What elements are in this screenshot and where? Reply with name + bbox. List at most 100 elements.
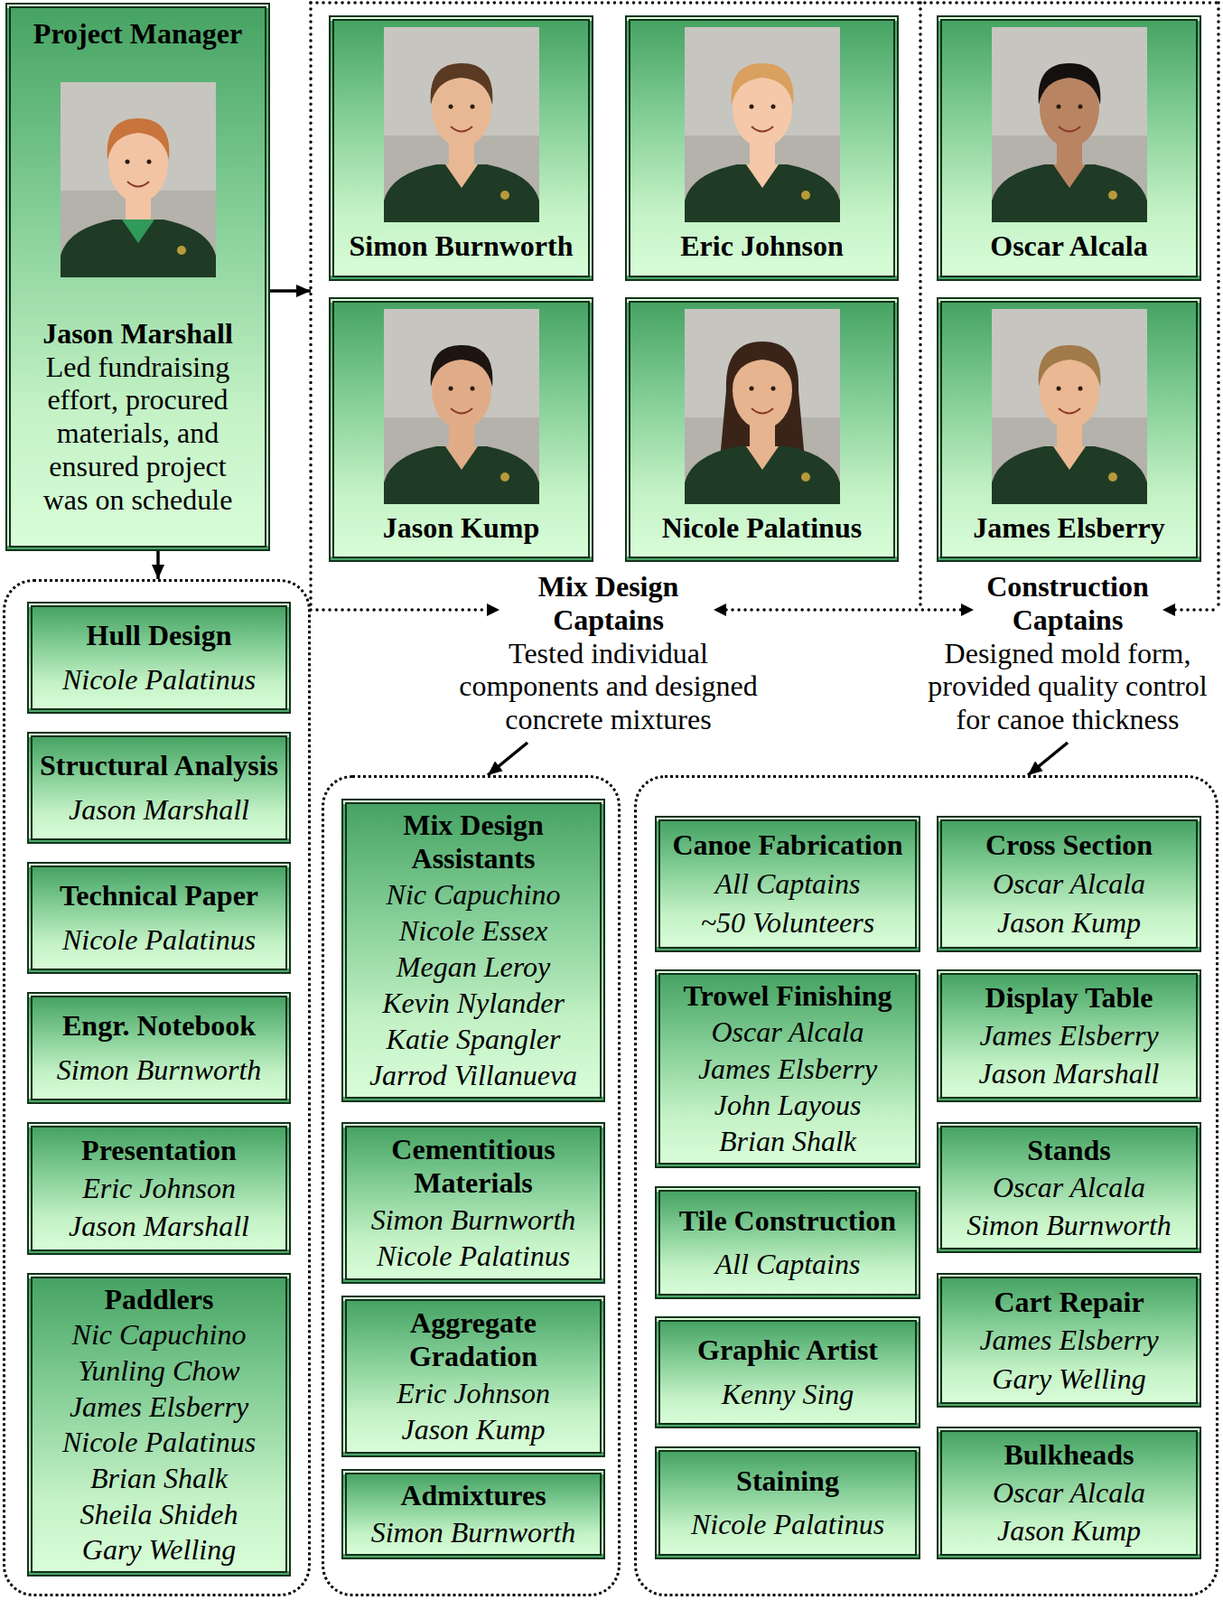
description-text: Tested individual components and designe… — [445, 636, 772, 737]
task-box: Tile ConstructionAll Captains — [654, 1185, 921, 1299]
name-text: Nicole Palatinus — [349, 1239, 598, 1273]
task-box: Engr. NotebookSimon Burnworth — [27, 991, 291, 1104]
task-box: Technical PaperNicole Palatinus — [27, 861, 291, 974]
name-text: Simon Burnworth — [349, 1203, 598, 1237]
task-box: Cementitious MaterialsSimon BurnworthNic… — [341, 1121, 606, 1284]
photo-part — [684, 27, 841, 223]
name-text: Nicole Essex — [349, 914, 598, 948]
photo-part — [450, 126, 473, 132]
captain-region: Simon BurnworthEric JohnsonJason KumpNic… — [310, 2, 1219, 743]
heading-text: Technical Paper — [35, 878, 283, 913]
region-header: Mix Design CaptainsTested individual com… — [445, 569, 772, 737]
portrait-photo — [684, 27, 841, 223]
arrowhead — [713, 603, 727, 617]
name-text: Eric Johnson — [349, 1376, 598, 1410]
dotted-line — [310, 607, 488, 612]
heading-text: Staining — [662, 1464, 913, 1498]
photo-part — [801, 190, 811, 200]
name-text: Oscar Alcala — [944, 1170, 1194, 1205]
name-text: Jason Kump — [349, 1412, 598, 1447]
heading-text: Project Manager — [13, 17, 262, 51]
portrait-photo — [383, 27, 540, 223]
portrait-photo — [684, 308, 841, 505]
photo-part — [1058, 408, 1081, 414]
name-text: Oscar Alcala — [662, 1015, 913, 1049]
name-text: Katie Spangler — [349, 1022, 598, 1056]
photo-part — [1077, 104, 1083, 110]
name-text: Nicole Palatinus — [35, 923, 283, 957]
captain-card: James Elsberry — [936, 297, 1202, 562]
captain-region: Simon BurnworthEric JohnsonJason KumpNic… — [310, 2, 921, 743]
photo-part — [448, 386, 453, 392]
task-box: StainingNicole Palatinus — [654, 1446, 921, 1560]
photo-part — [1053, 164, 1086, 188]
name-text: Simon Burnworth — [336, 229, 586, 263]
heading-text: Mix Design Assistants — [349, 808, 598, 876]
photo-part — [1055, 104, 1061, 110]
region-header: Construction CaptainsDesigned mold form,… — [920, 569, 1215, 737]
name-text: Eric Johnson — [35, 1171, 283, 1205]
name-text: Oscar Alcala — [944, 867, 1194, 901]
task-group: Hull DesignNicole Palatinus Structural An… — [2, 578, 311, 1597]
connector-arrow — [156, 550, 160, 579]
task-box: StandsOscar AlcalaSimon Burnworth — [936, 1121, 1202, 1253]
captain-card: Eric Johnson — [625, 15, 899, 281]
photo-part — [106, 118, 169, 160]
photo-part — [730, 63, 794, 105]
name-text: Nic Capuchino — [349, 877, 598, 912]
name-text: All Captains — [662, 1247, 913, 1281]
dotted-line — [1216, 2, 1221, 610]
photo-part — [770, 386, 775, 392]
heading-text: Mix Design Captains — [504, 569, 713, 637]
task-box: Structural AnalysisJason Marshall — [27, 731, 291, 844]
name-text: Megan Leroy — [349, 950, 598, 984]
heading-text: Cross Section — [944, 828, 1194, 862]
photo-part — [991, 164, 1148, 223]
name-text: Gary Welling — [944, 1362, 1194, 1396]
heading-text: Structural Analysis — [35, 748, 283, 783]
photo-part — [751, 126, 774, 132]
photo-part — [500, 472, 510, 482]
task-group: Mix Design AssistantsNic CapuchinoNicole… — [321, 774, 621, 1597]
photo-part — [383, 164, 540, 223]
photo-part — [448, 104, 453, 110]
task-box: Mix Design AssistantsNic CapuchinoNicole… — [341, 798, 606, 1102]
photo-part — [1053, 446, 1086, 470]
captain-card: Nicole Palatinus — [625, 297, 899, 562]
dotted-line — [1175, 607, 1219, 612]
name-text: Jason Kump — [944, 1513, 1194, 1548]
dotted-line — [918, 2, 923, 610]
name-text: Kevin Nylander — [349, 986, 598, 1020]
portrait-photo — [383, 308, 540, 505]
portrait-photo — [60, 82, 216, 278]
name-text: Sheila Shideh — [35, 1497, 283, 1532]
name-text: Oscar Alcala — [944, 1475, 1194, 1510]
captain-card: Oscar Alcala — [936, 15, 1202, 281]
heading-text: Hull Design — [35, 618, 283, 653]
photo-part — [730, 345, 794, 387]
photo-part — [684, 308, 841, 505]
task-box: Cart RepairJames ElsberryGary Welling — [936, 1272, 1202, 1408]
name-text: James Elsberry — [662, 1052, 913, 1086]
captain-region: Oscar AlcalaJames ElsberryConstruction C… — [920, 2, 1219, 743]
task-box: AdmixturesSimon Burnworth — [341, 1468, 606, 1560]
task-box: Cross SectionOscar AlcalaJason Kump — [936, 815, 1202, 953]
photo-part — [429, 63, 493, 105]
name-text: Yunling Chow — [35, 1353, 283, 1388]
name-text: James Elsberry — [35, 1390, 283, 1424]
photo-part — [1108, 190, 1118, 200]
heading-text: Cart Repair — [944, 1285, 1194, 1319]
name-text: Simon Burnworth — [349, 1515, 598, 1550]
heading-text: Engr. Notebook — [35, 1008, 283, 1043]
photo-part — [60, 219, 216, 278]
task-box: Graphic ArtistKenny Sing — [654, 1316, 921, 1429]
heading-text: Tile Construction — [662, 1204, 913, 1238]
dotted-line — [308, 2, 313, 610]
heading-text: Aggregate Gradation — [349, 1306, 598, 1373]
photo-part — [450, 408, 473, 414]
task-box: PresentationEric JohnsonJason Marshall — [27, 1121, 291, 1255]
photo-part — [177, 245, 187, 255]
photo-part — [500, 190, 510, 200]
heading-text: Cementitious Materials — [349, 1132, 598, 1200]
